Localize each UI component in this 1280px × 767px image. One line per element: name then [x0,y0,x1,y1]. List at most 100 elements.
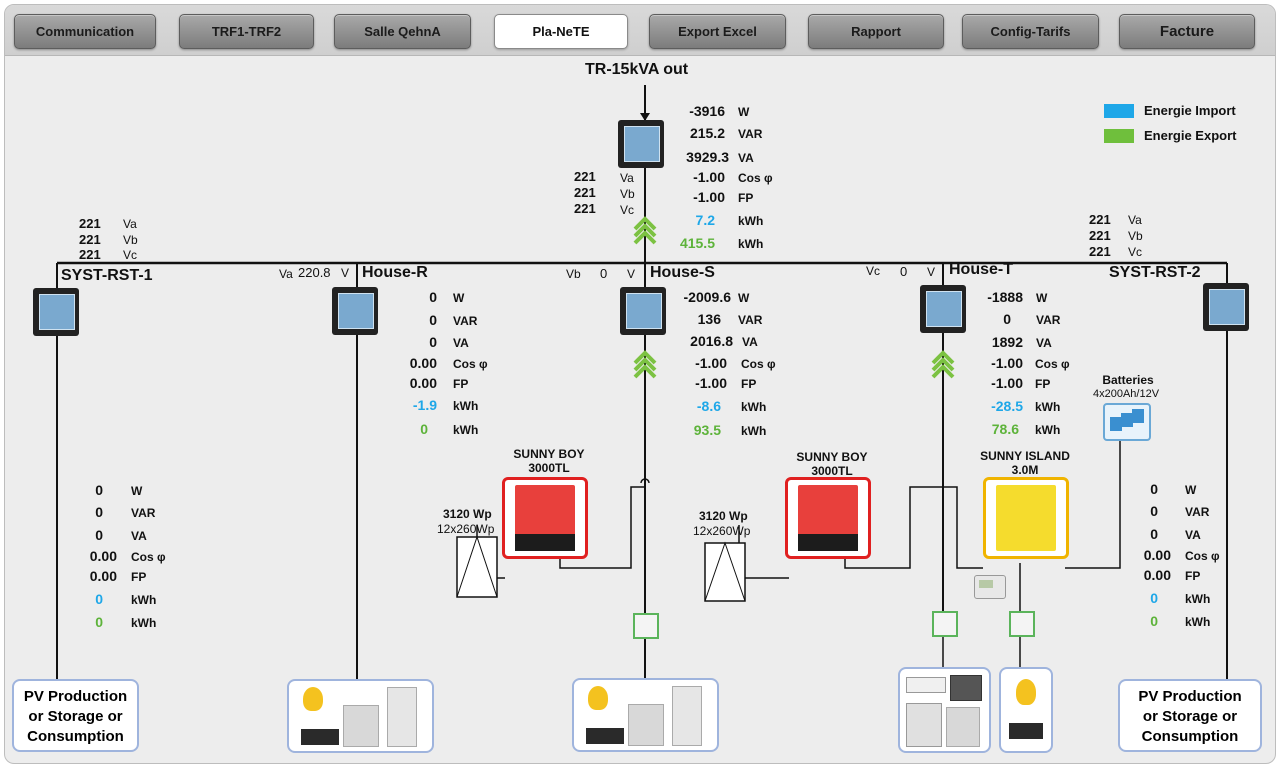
air-conditioner-icon [906,677,946,693]
vb-phase-label: Vb [566,267,581,281]
w-unit: W [1036,291,1048,305]
transformer-title: TR-15kVA out [585,61,689,78]
inverter1-pv-power: 3120 Wp [443,507,492,521]
transformer-cos-value: -1.00 [693,169,725,185]
house-s-appliances[interactable] [572,678,719,752]
sunny-island-inverter-icon[interactable] [983,477,1069,559]
transformer-w-value: -3916 [689,103,725,119]
house-r-var-value: 0 [429,312,437,328]
house-t-fp-value: -1.00 [991,375,1023,391]
vc-reading-value: 0 [900,264,908,279]
var-unit: VAR [131,506,156,520]
sunny-boy-inverter-icon[interactable] [785,477,871,559]
tab-salle-qehna[interactable]: Salle QehnA [334,14,471,49]
va-phase-label: Va [279,267,293,281]
transformer-va-voltage: 221 [574,169,596,184]
kwh-unit: kWh [131,616,157,630]
house-r-kwh-import: -1.9 [412,397,437,413]
wiring-diagram [56,85,1228,680]
tv-icon [1009,723,1043,739]
power-meter-icon[interactable] [620,287,666,335]
pv-box-line3: Consumption [1141,728,1239,745]
vc-phase-label: Vc [123,248,138,262]
vb-phase-label: Vb [123,233,138,247]
island-appliances[interactable] [999,667,1053,753]
pv-box-line2: or Storage or [28,708,123,725]
tab-communication[interactable]: Communication [14,14,156,49]
kwh-unit: kWh [453,423,479,437]
kwh-unit: kWh [741,400,767,414]
house-t-title: House-T [949,261,1013,278]
va-unit: VA [1185,528,1201,542]
pv-production-box-left[interactable]: PV Production or Storage or Consumption [12,679,139,752]
breaker-icon[interactable] [633,613,659,639]
export-legend-swatch [1104,129,1134,143]
cos-unit: Cos φ [741,357,776,371]
kwh-unit: kWh [1185,592,1211,606]
volt-unit: V [627,267,636,281]
vc-phase-label: Vc [866,264,881,278]
tv-icon [586,728,624,744]
tab-pla-nete[interactable]: Pla-NeTE [494,14,628,49]
tab-trf1-trf2[interactable]: TRF1-TRF2 [179,14,314,49]
cos-unit: Cos φ [453,357,488,371]
house-t-cos-value: -1.00 [991,355,1023,371]
power-meter-icon[interactable] [33,288,79,336]
house-r-va-value: 0 [429,334,437,350]
house-s-cos-value: -1.00 [695,355,727,371]
tab-config-tarifs[interactable]: Config-Tarifs [962,14,1099,49]
syst1-kwh-import: 0 [95,591,103,607]
var-unit: VAR [738,127,763,141]
va-unit: VA [453,336,469,350]
syst2-fp-value: 0.00 [1143,567,1171,583]
tab-facture[interactable]: Facture [1119,14,1255,49]
syst1-fp-value: 0.00 [89,568,117,584]
kwh-unit: kWh [741,424,767,438]
kwh-unit: kWh [453,399,479,413]
control-panel-icon[interactable] [974,575,1006,599]
breaker-icon[interactable] [1009,611,1035,637]
fp-unit: FP [1185,569,1201,583]
tab-export-excel[interactable]: Export Excel [649,14,786,49]
house-r-appliances[interactable] [287,679,434,753]
w-unit: W [738,291,750,305]
transformer-fp-value: -1.00 [693,189,725,205]
power-meter-icon[interactable] [332,287,378,335]
house-r-fp-value: 0.00 [409,375,437,391]
house-t-w-value: -1888 [987,289,1023,305]
va-phase-label: Va [1128,213,1142,227]
fp-unit: FP [1035,377,1051,391]
volt-unit: V [341,266,350,280]
house-s-kwh-import: -8.6 [696,398,721,414]
fp-unit: FP [738,191,754,205]
syst1-w-value: 0 [95,482,103,498]
va-reading-value: 220.8 [298,265,331,280]
inverter2-pv-config: 12x260Wp [693,524,751,538]
vb-phase-label: Vb [1128,229,1143,243]
oven-icon [950,675,982,701]
house-t-appliances[interactable] [898,667,991,753]
power-meter-icon[interactable] [1203,283,1249,331]
breaker-icon[interactable] [932,611,958,637]
down-arrow-icon [640,113,650,121]
syst2-title: SYST-RST-2 [1109,264,1201,281]
tab-rapport[interactable]: Rapport [808,14,944,49]
volt-unit: V [927,265,936,279]
export-legend-label: Energie Export [1144,128,1237,143]
var-unit: VAR [738,313,763,327]
house-r-kwh-export: 0 [420,421,428,437]
sunny-boy-inverter-icon[interactable] [502,477,588,559]
pv-production-box-right[interactable]: PV Production or Storage or Consumption [1118,679,1262,752]
power-meter-icon[interactable] [618,120,664,168]
house-s-var-value: 136 [697,311,721,327]
battery-bank-icon[interactable] [1103,403,1151,441]
batteries-config: 4x200Ah/12V [1093,388,1160,400]
kwh-unit: kWh [1035,400,1061,414]
va-phase-label: Va [123,217,137,231]
va-phase-label: Va [620,171,634,185]
house-t-var-value: 0 [1003,311,1011,327]
inverter1-name: SUNNY BOY [513,447,585,461]
inverter2-name: SUNNY BOY [796,450,868,464]
batteries-name: Batteries [1102,373,1154,387]
power-meter-icon[interactable] [920,285,966,333]
